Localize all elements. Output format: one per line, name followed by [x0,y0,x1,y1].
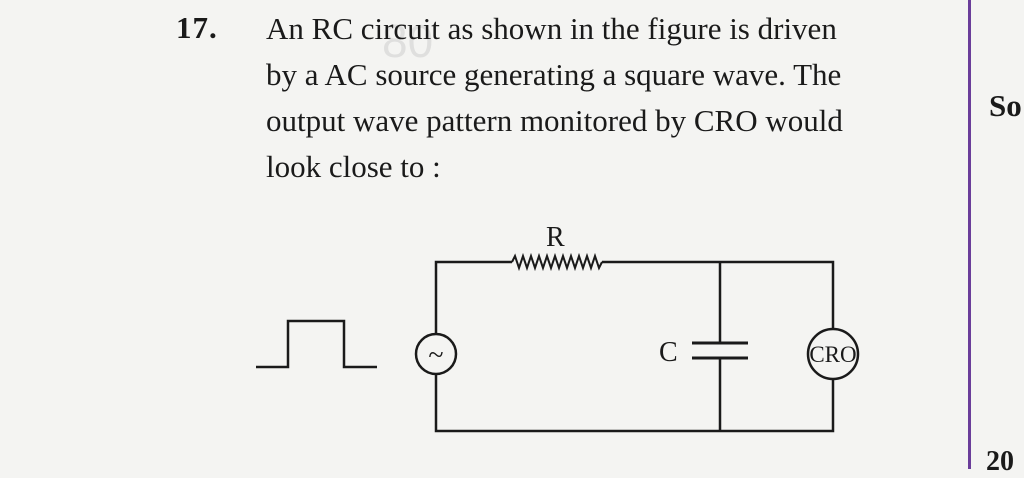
cro-meter-icon: CRO [806,327,860,381]
question-number: 17. [176,10,218,45]
next-column-text: So [989,88,1022,123]
cro-label: CRO [809,342,856,367]
capacitor-label: C [659,337,678,368]
resistor-icon [511,252,603,272]
question-line: output wave pattern monitored by CRO wou… [266,103,843,138]
square-wave-icon [256,319,377,369]
question-line: look close to : [266,149,441,184]
watermark: 80 [382,15,434,67]
column-divider [968,0,971,469]
circuit-wires [434,260,835,433]
question-line: by a AC source generating a square wave.… [266,57,842,92]
question-text: An RC circuit as shown in the figure is … [266,6,956,190]
capacitor-icon [692,341,748,360]
next-column-number: 20 [986,446,1014,477]
ac-source-symbol: ~ [428,340,443,371]
resistor-label: R [546,222,565,253]
ac-source-icon: ~ [414,332,458,376]
question-line: An RC circuit as shown in the figure is … [266,11,837,46]
